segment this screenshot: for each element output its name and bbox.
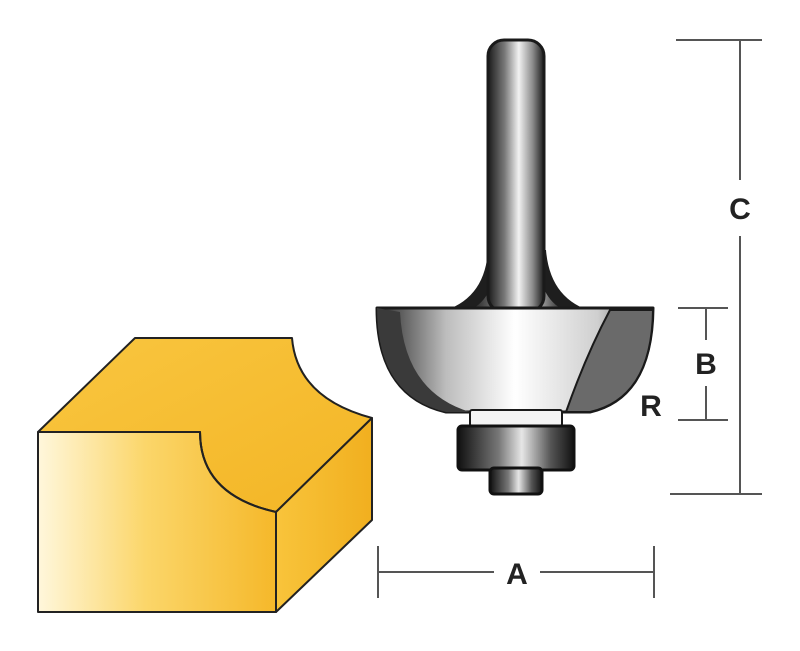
bit-washer <box>469 409 563 427</box>
wood-block <box>37 337 373 613</box>
dimension-lines <box>377 39 762 598</box>
dimension-b-label: B <box>695 348 717 381</box>
router-bit <box>375 38 655 496</box>
bit-left-cove <box>377 308 470 412</box>
bit-bearing <box>456 424 576 472</box>
wood-cove-profile <box>199 431 277 513</box>
dimension-c-label: C <box>729 193 751 226</box>
bit-bearing-screw <box>488 466 544 496</box>
bit-shank <box>486 38 546 314</box>
dimension-r-label: R <box>640 390 662 423</box>
dimension-a-label: A <box>506 558 528 591</box>
bit-carbide-edge <box>565 309 654 413</box>
